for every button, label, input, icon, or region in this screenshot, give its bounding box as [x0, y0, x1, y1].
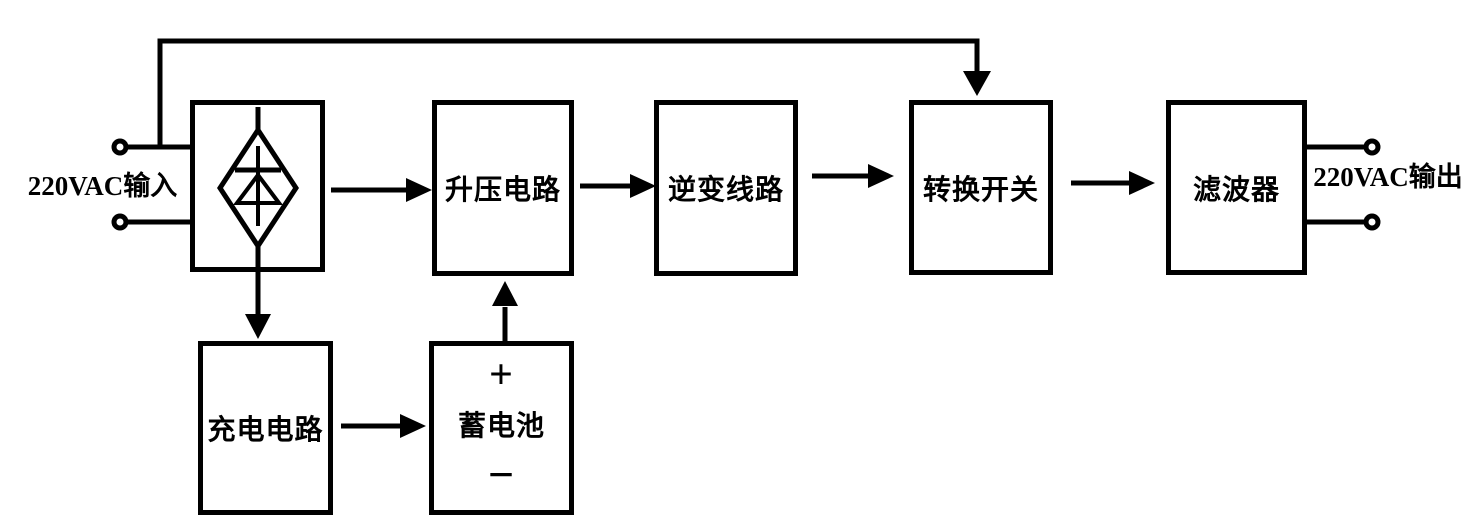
rectifier-to-boost-arrowhead-icon: [406, 178, 432, 202]
boost-to-inverter-arrowhead-icon: [630, 174, 656, 198]
block-battery-label: 蓄电池: [457, 411, 545, 442]
battery-plus-sign: +: [489, 352, 514, 398]
block-battery: + 蓄电池 −: [429, 341, 574, 515]
block-inverter-label: 逆变线路: [667, 175, 784, 206]
rectifier-to-charger-arrowhead-icon: [245, 314, 271, 339]
block-transfer-switch: 转换开关: [909, 100, 1053, 275]
transfer-to-filter-arrowhead-icon: [1129, 171, 1155, 195]
battery-minus-sign: −: [487, 449, 516, 500]
block-inverter-circuit: 逆变线路: [654, 100, 798, 276]
block-boost-circuit: 升压电路: [432, 100, 574, 276]
arrow-charger-to-battery: [341, 414, 426, 438]
arrow-boost-to-inverter: [580, 174, 656, 198]
output-terminal-top-icon: [1363, 138, 1381, 156]
arrow-rectifier-to-boost: [331, 178, 432, 202]
output-terminal-bottom-icon: [1363, 213, 1381, 231]
arrow-inverter-to-transfer: [812, 164, 894, 188]
block-charging-circuit: 充电电路: [198, 341, 333, 515]
ac-output-label: 220VAC输出: [1313, 162, 1463, 192]
bypass-arrowhead-icon: [963, 71, 991, 96]
block-charging-circuit-label: 充电电路: [207, 415, 324, 446]
input-terminal-top-icon: [111, 138, 129, 156]
block-filter-label: 滤波器: [1192, 174, 1280, 206]
block-filter: 滤波器: [1166, 100, 1307, 275]
battery-to-boost-arrowhead-icon: [492, 281, 518, 306]
ac-input-label: 220VAC输入: [27, 171, 178, 201]
arrow-transfer-to-filter: [1071, 171, 1155, 195]
inverter-to-transfer-arrowhead-icon: [868, 164, 894, 188]
arrow-battery-to-boost: [492, 281, 518, 342]
charger-to-battery-arrowhead-icon: [400, 414, 426, 438]
input-terminal-bottom-icon: [111, 213, 129, 231]
block-transfer-switch-label: 转换开关: [922, 174, 1039, 206]
block-boost-label: 升压电路: [444, 175, 561, 206]
block-rectifier: [190, 100, 325, 272]
